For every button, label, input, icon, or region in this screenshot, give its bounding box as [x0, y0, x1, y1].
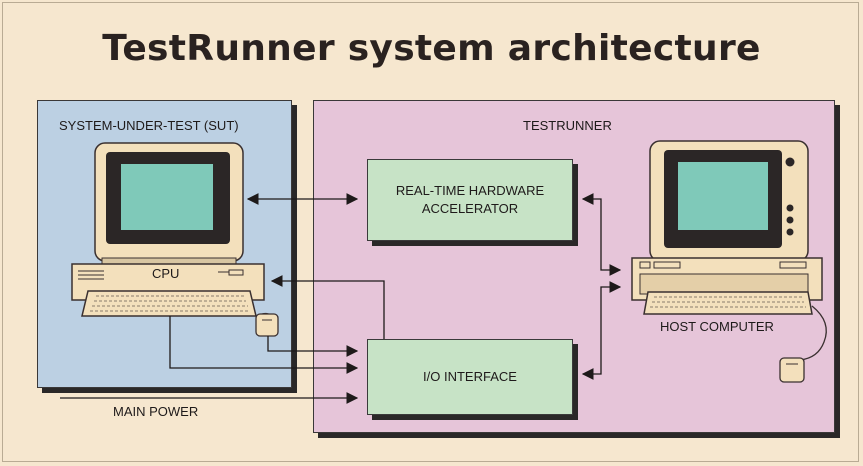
host-computer-icon	[631, 140, 823, 315]
accelerator-host-arrow	[581, 193, 622, 276]
accelerator-box: REAL-TIME HARDWARE ACCELERATOR	[367, 159, 573, 241]
sut-computer-icon	[71, 142, 265, 317]
io-interface-box: I/O INTERFACE	[367, 339, 573, 415]
host-computer-label: HOST COMPUTER	[660, 319, 774, 334]
accelerator-label-line2: ACCELERATOR	[421, 201, 519, 216]
accelerator-label-line1: REAL-TIME HARDWARE	[395, 183, 545, 198]
sut-to-io-arrow-2	[267, 336, 359, 357]
diagram-title: TestRunner system architecture	[102, 28, 761, 69]
testrunner-panel-label: TESTRUNNER	[523, 118, 612, 133]
io-interface-label: I/O INTERFACE	[423, 369, 517, 384]
host-mouse-icon	[779, 305, 827, 383]
connector-lines	[60, 193, 622, 404]
cpu-label: CPU	[152, 266, 180, 281]
io-to-cpu-arrow	[270, 275, 385, 339]
sut-mouse-icon	[255, 312, 279, 337]
sut-to-io-arrow-1	[169, 316, 359, 374]
sut-panel-label: SYSTEM-UNDER-TEST (SUT)	[59, 118, 239, 133]
main-power-label: MAIN POWER	[113, 404, 199, 419]
io-host-arrow	[581, 281, 622, 380]
